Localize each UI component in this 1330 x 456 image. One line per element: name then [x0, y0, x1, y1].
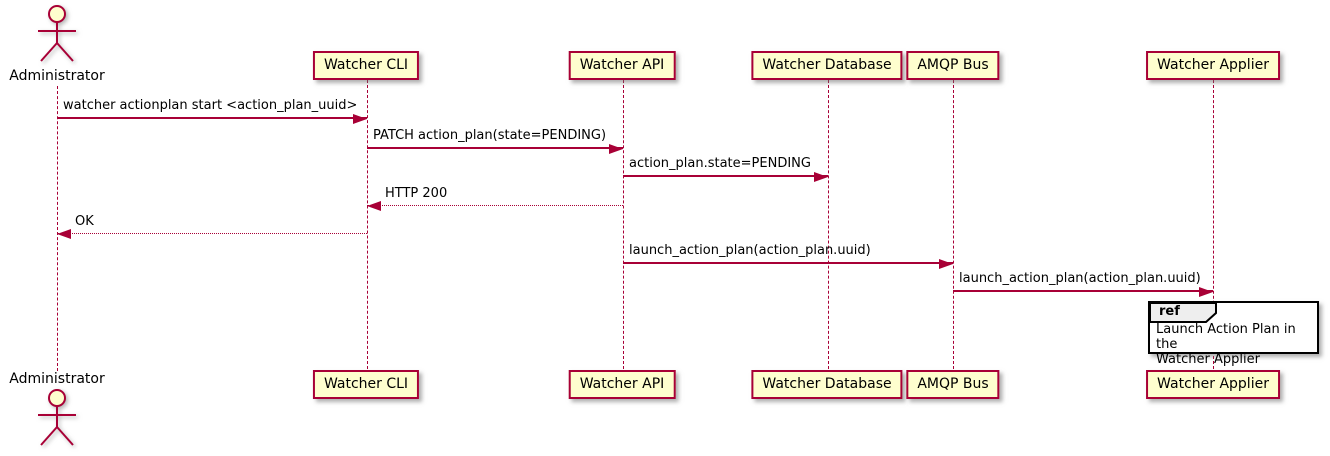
actor-label-administrator-bottom: Administrator	[9, 371, 105, 387]
message-label: HTTP 200	[385, 186, 448, 201]
arrowhead-left-icon	[57, 229, 71, 239]
participant-label: Watcher API	[579, 376, 665, 392]
message-line	[623, 172, 828, 182]
participant-bottom-watcher-api: Watcher API	[568, 370, 676, 399]
participant-label: Watcher API	[579, 57, 665, 73]
lifeline-amqp-bus	[953, 80, 954, 369]
participant-label: Watcher CLI	[323, 376, 409, 392]
lifeline-administrator	[57, 86, 58, 371]
lifeline-watcher-applier	[1213, 80, 1214, 369]
participant-bottom-watcher-database: Watcher Database	[751, 370, 903, 399]
arrowhead-right-icon	[814, 172, 828, 182]
participant-bottom-amqp-bus: AMQP Bus	[906, 370, 1000, 399]
message-label: OK	[75, 214, 94, 229]
actor-administrator-top	[34, 3, 80, 69]
message-label: launch_action_plan(action_plan.uuid)	[959, 271, 1201, 286]
message-label: launch_action_plan(action_plan.uuid)	[629, 243, 871, 258]
arrowhead-right-icon	[1199, 287, 1213, 297]
ref-fragment: ref Launch Action Plan in the Watcher Ap…	[1148, 301, 1319, 367]
message-label: watcher actionplan start <action_plan_uu…	[63, 98, 358, 113]
participant-label: AMQP Bus	[917, 57, 989, 73]
participant-label: Watcher Database	[762, 376, 892, 392]
arrowhead-left-icon	[367, 201, 381, 211]
participant-top-watcher-applier: Watcher Applier	[1146, 51, 1280, 80]
lifeline-watcher-cli	[367, 80, 368, 369]
lifeline-watcher-database	[828, 80, 829, 369]
ref-text: Launch Action Plan in the Watcher Applie…	[1156, 322, 1317, 367]
message-line	[57, 229, 367, 239]
participant-top-watcher-cli: Watcher CLI	[312, 51, 420, 80]
participant-label: Watcher Database	[762, 57, 892, 73]
message-line	[57, 114, 367, 124]
actor-label-administrator-top: Administrator	[9, 68, 105, 84]
actor-icon	[38, 389, 76, 446]
message-label: PATCH action_plan(state=PENDING)	[373, 128, 607, 143]
participant-label: AMQP Bus	[917, 376, 989, 392]
lifeline-watcher-api	[623, 80, 624, 369]
participant-bottom-watcher-cli: Watcher CLI	[312, 370, 420, 399]
ref-keyword: ref	[1159, 304, 1180, 319]
participant-top-watcher-api: Watcher API	[568, 51, 676, 80]
actor-administrator-bottom	[34, 387, 80, 453]
participant-top-watcher-database: Watcher Database	[751, 51, 903, 80]
participant-top-amqp-bus: AMQP Bus	[906, 51, 1000, 80]
ref-text-line2: Watcher Applier	[1156, 352, 1260, 367]
arrowhead-right-icon	[353, 114, 367, 124]
actor-icon	[38, 5, 76, 62]
ref-header-shape	[1149, 302, 1217, 323]
arrowhead-right-icon	[939, 259, 953, 269]
arrowhead-right-icon	[609, 144, 623, 154]
ref-text-line1: Launch Action Plan in the	[1156, 322, 1296, 352]
message-line	[623, 259, 953, 269]
participant-bottom-watcher-applier: Watcher Applier	[1146, 370, 1280, 399]
participant-label: Watcher Applier	[1157, 376, 1269, 392]
message-line	[953, 287, 1213, 297]
message-label: action_plan.state=PENDING	[629, 156, 811, 171]
message-line	[367, 144, 623, 154]
participant-label: Watcher Applier	[1157, 57, 1269, 73]
participant-label: Watcher CLI	[323, 57, 409, 73]
message-line	[367, 201, 623, 211]
